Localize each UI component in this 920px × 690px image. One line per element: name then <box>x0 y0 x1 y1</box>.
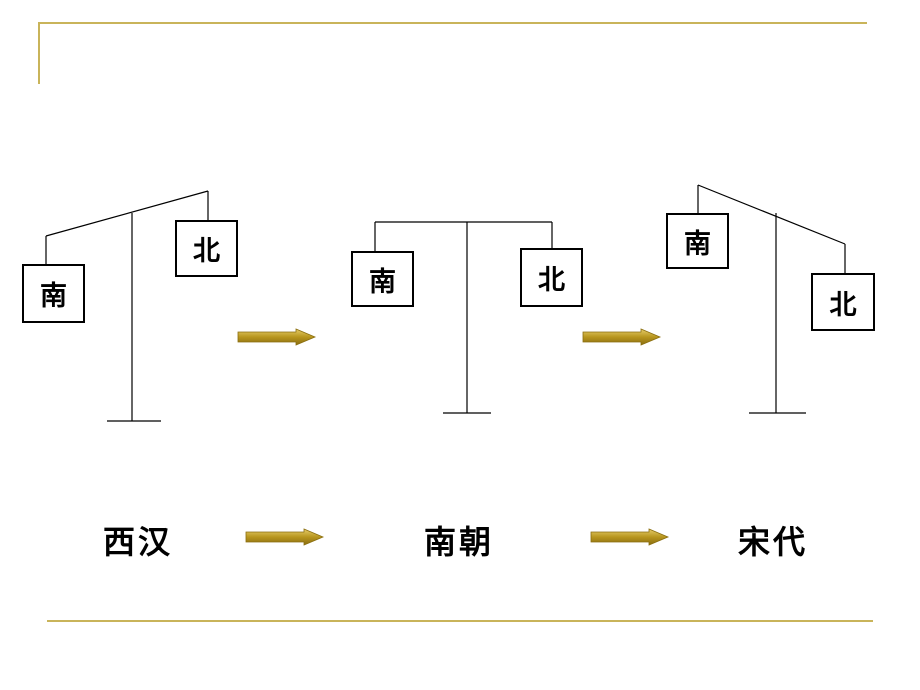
arrow-3 <box>245 528 325 546</box>
scale-2-north-box: 北 <box>520 248 583 307</box>
bottom-frame-line <box>47 620 873 622</box>
top-frame-line <box>39 22 867 24</box>
arrow-4 <box>590 528 670 546</box>
scale-3-beam <box>697 184 846 245</box>
arrow-2 <box>582 328 662 346</box>
scale-1-north-box: 北 <box>175 220 238 277</box>
scale-1-beam <box>45 190 209 237</box>
era-label-western-han: 西汉 <box>103 523 174 561</box>
scale-1 <box>45 190 209 422</box>
scale-1-south-box: 南 <box>22 264 85 323</box>
scale-3-south-box: 南 <box>666 213 729 269</box>
era-label-song: 宋代 <box>738 523 809 561</box>
scale-2-south-box: 南 <box>351 251 414 307</box>
arrow-1 <box>237 328 317 346</box>
left-frame-line <box>38 22 40 84</box>
scale-3-north-box: 北 <box>811 273 875 331</box>
era-label-southern-dynasties: 南朝 <box>424 523 495 561</box>
scale-2 <box>374 221 553 414</box>
scale-3 <box>697 184 846 414</box>
